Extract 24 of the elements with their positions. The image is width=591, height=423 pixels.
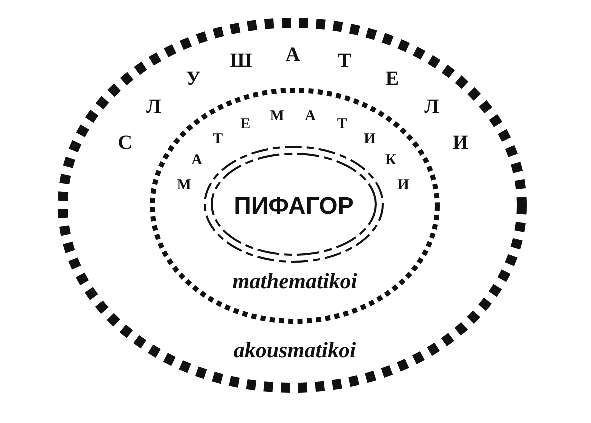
center-label: ПИФАГОР — [234, 193, 354, 221]
italic-label: mathematikoi — [232, 268, 358, 294]
arc-letter: И — [364, 132, 376, 148]
arc-letter: С — [118, 133, 133, 154]
arc-letter: Л — [146, 97, 162, 118]
arc-letter: А — [286, 45, 300, 65]
arc-letter: Ш — [230, 51, 252, 72]
arc-letter: М — [177, 178, 192, 194]
inner-dashed-ellipse — [204, 146, 384, 263]
arc-letter: Е — [386, 68, 400, 89]
arc-letter: М — [270, 109, 284, 124]
arc-letter: И — [398, 178, 410, 194]
arc-letter: Т — [213, 132, 224, 148]
arc-letter: Л — [424, 97, 440, 118]
arc-letter: А — [305, 109, 316, 124]
arc-letter: У — [186, 68, 201, 89]
arc-letter: К — [386, 153, 396, 168]
arc-letter: Т — [338, 51, 352, 72]
arc-letter: Т — [337, 117, 348, 132]
arc-letter: И — [452, 133, 468, 154]
italic-label: akousmatikoi — [234, 337, 356, 363]
outer-dotted-ellipse — [58, 18, 527, 393]
arc-letter: Е — [240, 117, 251, 132]
arc-letter: А — [192, 153, 202, 168]
